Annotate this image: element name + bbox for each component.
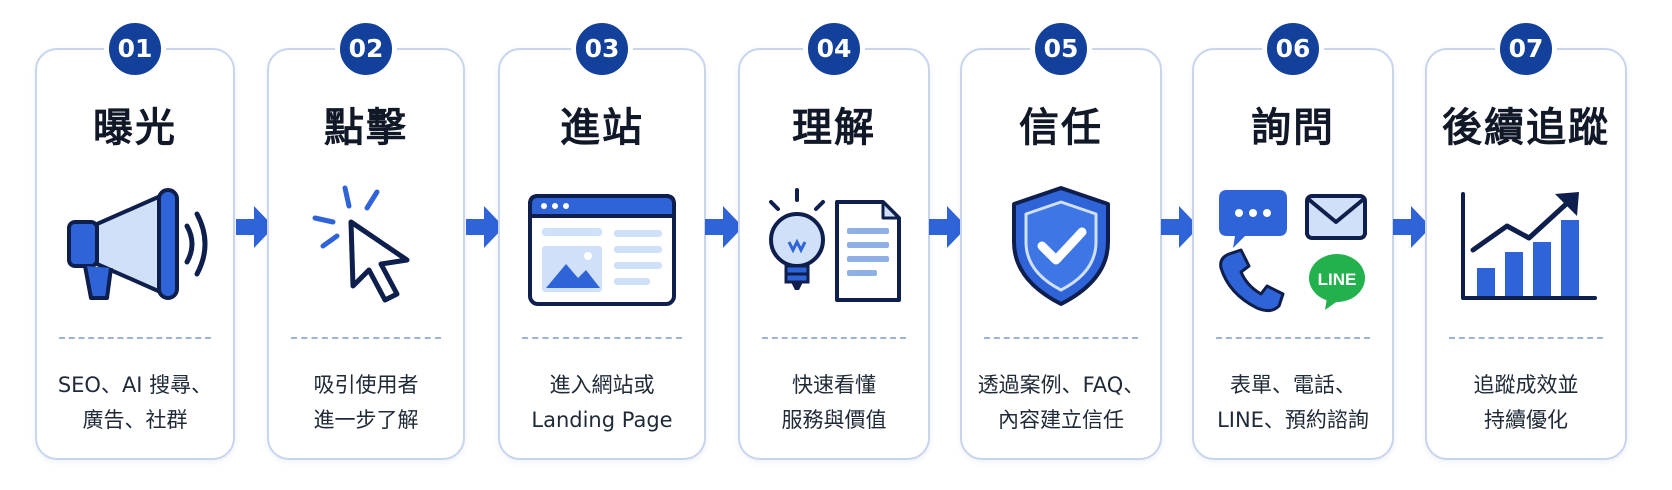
desc-line: 表單、電話、 bbox=[1230, 373, 1356, 397]
desc-line: 進一步了解 bbox=[313, 408, 419, 432]
step-number-badge: 07 bbox=[1495, 18, 1557, 80]
desc-line: 廣告、社群 bbox=[82, 408, 188, 432]
arrow-right-icon bbox=[236, 202, 276, 256]
step-number-badge: 06 bbox=[1262, 18, 1324, 80]
arrow-right-icon bbox=[466, 202, 506, 256]
desc-line: Landing Page bbox=[531, 408, 673, 432]
step-card-5: 05 信任 透過案例、FAQ、 內容建立信任 bbox=[960, 18, 1162, 460]
arrow-right-icon bbox=[705, 202, 745, 256]
step-description: 表單、電話、 LINE、預約諮詢 bbox=[1200, 368, 1386, 438]
step-title: 進站 bbox=[560, 105, 644, 151]
arrow-right-icon bbox=[929, 202, 969, 256]
step-number-badge: 05 bbox=[1030, 18, 1092, 80]
megaphone-icon bbox=[55, 180, 215, 314]
step-card-6: 06 詢問 LINE bbox=[1192, 18, 1394, 460]
step-title: 後續追蹤 bbox=[1442, 105, 1610, 151]
step-number-badge: 04 bbox=[803, 18, 865, 80]
step-description: 快速看懂 服務與價值 bbox=[746, 368, 922, 438]
line-app-icon: LINE bbox=[1309, 254, 1365, 310]
desc-line: 吸引使用者 bbox=[313, 373, 419, 397]
step-card-1: 01 曝光 SEO、AI 搜尋、 廣告、社群 bbox=[35, 18, 235, 460]
step-number-badge: 01 bbox=[104, 18, 166, 80]
lightbulb-document-icon bbox=[759, 180, 909, 314]
step-title: 點擊 bbox=[324, 105, 408, 151]
arrow-right-icon bbox=[1393, 202, 1433, 256]
step-card-7: 07 後續追蹤 追蹤成效並 持續優化 bbox=[1425, 18, 1627, 460]
step-title: 信任 bbox=[1019, 105, 1103, 151]
dashed-divider bbox=[59, 337, 211, 339]
growth-chart-icon bbox=[1451, 180, 1601, 314]
desc-line: 內容建立信任 bbox=[998, 408, 1124, 432]
desc-line: 追蹤成效並 bbox=[1473, 373, 1579, 397]
chat-bubble-icon bbox=[1219, 190, 1287, 248]
browser-window-icon bbox=[524, 180, 680, 314]
desc-line: 透過案例、FAQ、 bbox=[977, 373, 1145, 397]
contact-channels-icon: LINE bbox=[1215, 180, 1371, 320]
dashed-divider bbox=[291, 337, 441, 339]
step-title: 理解 bbox=[792, 105, 876, 151]
dashed-divider bbox=[762, 337, 906, 339]
step-card-3: 03 進站 進入網站或 Landing Page bbox=[498, 18, 706, 460]
step-number-badge: 02 bbox=[335, 18, 397, 80]
desc-line: SEO、AI 搜尋、 bbox=[57, 373, 213, 397]
cursor-click-icon bbox=[301, 180, 431, 314]
mail-icon bbox=[1305, 194, 1367, 240]
desc-line: LINE、預約諮詢 bbox=[1217, 408, 1369, 432]
dashed-divider bbox=[1216, 337, 1370, 339]
step-description: 透過案例、FAQ、 內容建立信任 bbox=[968, 368, 1154, 438]
step-title: 曝光 bbox=[93, 105, 177, 151]
arrow-right-icon bbox=[1161, 202, 1201, 256]
desc-line: 服務與價值 bbox=[781, 408, 887, 432]
step-description: SEO、AI 搜尋、 廣告、社群 bbox=[43, 368, 227, 438]
step-description: 吸引使用者 進一步了解 bbox=[275, 368, 457, 438]
dashed-divider bbox=[984, 337, 1138, 339]
step-description: 進入網站或 Landing Page bbox=[506, 368, 698, 438]
shield-check-icon bbox=[996, 180, 1126, 314]
step-title: 詢問 bbox=[1251, 105, 1335, 151]
dashed-divider bbox=[522, 337, 682, 339]
desc-line: 進入網站或 bbox=[549, 373, 655, 397]
step-number-badge: 03 bbox=[571, 18, 633, 80]
step-card-2: 02 點擊 吸引使用者 進一步了解 bbox=[267, 18, 465, 460]
desc-line: 快速看懂 bbox=[792, 373, 876, 397]
desc-line: 持續優化 bbox=[1484, 408, 1568, 432]
line-label: LINE bbox=[1318, 270, 1357, 289]
step-card-4: 04 理解 bbox=[738, 18, 930, 460]
dashed-divider bbox=[1449, 337, 1603, 339]
step-description: 追蹤成效並 持續優化 bbox=[1433, 368, 1619, 438]
phone-icon bbox=[1219, 248, 1285, 313]
